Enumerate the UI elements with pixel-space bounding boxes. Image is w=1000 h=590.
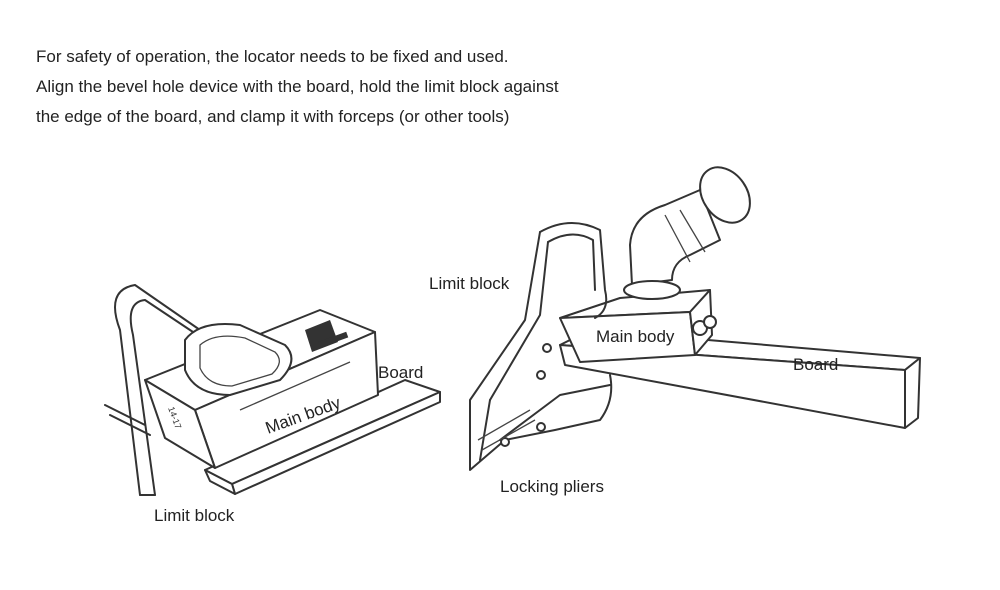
right-limit-block-label: Limit block <box>429 274 510 293</box>
right-locking-pliers-label: Locking pliers <box>500 477 604 496</box>
instruction-line-1: For safety of operation, the locator nee… <box>36 47 509 66</box>
right-main-body-drawing <box>559 289 717 363</box>
right-assembly-drawing: Limit block Main body Board Locking plie… <box>429 166 921 496</box>
right-locking-pliers-drawing <box>469 221 613 471</box>
right-board-label: Board <box>793 355 838 374</box>
left-limit-block-label: Limit block <box>154 506 235 525</box>
left-clamp-drawing <box>104 284 293 496</box>
left-board-label: Board <box>378 363 423 382</box>
right-main-body-label: Main body <box>596 327 675 346</box>
instructions-text: For safety of operation, the locator nee… <box>36 42 559 132</box>
instruction-line-3: the edge of the board, and clamp it with… <box>36 107 510 126</box>
right-tube-drawing <box>623 166 751 300</box>
instruction-line-2: Align the bevel hole device with the boa… <box>36 77 559 96</box>
left-assembly-drawing: 14-17 Board Main body Limit block <box>104 284 441 525</box>
